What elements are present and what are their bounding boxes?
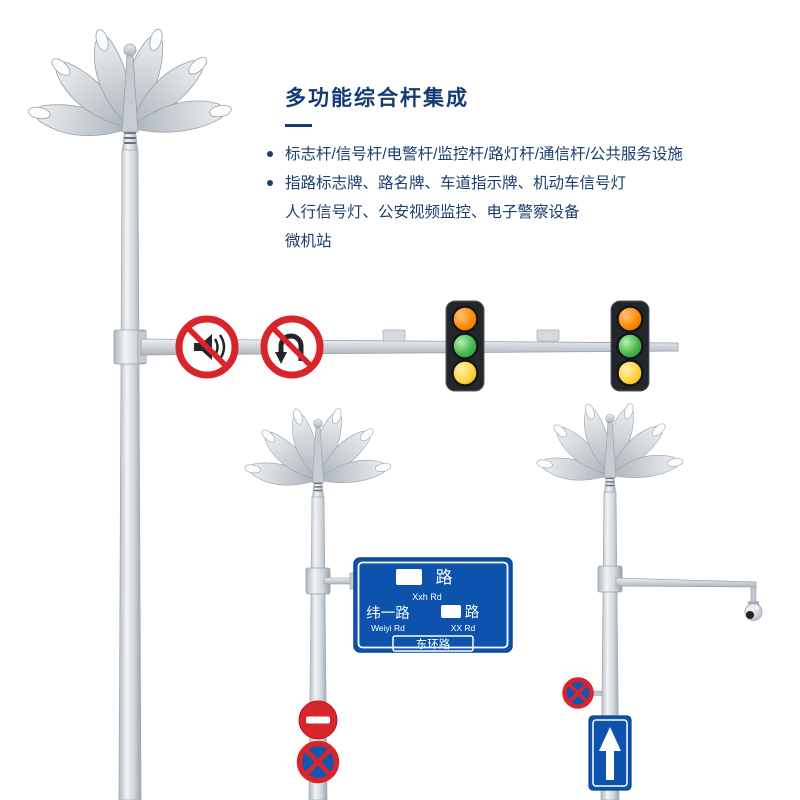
- road-guide-sign: 路 Xxh Rd 纬一路 Weiyi Rd 路 XX Rd 东环路: [353, 557, 513, 653]
- arm-equipment-box: [382, 329, 406, 342]
- guide-sign-bottom-name: 东环路: [416, 637, 451, 651]
- feature-text-2-line3: 微机站: [285, 233, 332, 250]
- straight-arrow-sign: [588, 715, 632, 791]
- arm-equipment-box: [536, 329, 560, 342]
- feature-text-2-line2: 人行信号灯、公安视频监控、电子警察设备: [285, 204, 580, 221]
- feature-text-2: 指路标志牌、路名牌、车道指示牌、机动车信号灯 人行信号灯、公安视频监控、电子警察…: [285, 169, 626, 256]
- guide-sign-row1-sub: Xxh Rd: [412, 592, 442, 602]
- guide-sign-left-name: 纬一路: [366, 605, 410, 622]
- traffic-light-icon: [610, 300, 650, 392]
- feature-bullet-1: 标志杆/信号杆/电警杆/监控杆/路灯杆/通信杆/公共服务设施: [262, 140, 683, 169]
- bullet-dot: [267, 180, 273, 186]
- red-light: [616, 305, 644, 333]
- guide-sign-right-char: 路: [465, 604, 480, 621]
- road-name-placeholder: [441, 605, 461, 618]
- feature-text-1: 标志杆/信号杆/电警杆/监控杆/路灯杆/通信杆/公共服务设施: [285, 146, 683, 163]
- main-pole: [118, 149, 142, 800]
- red-light: [451, 305, 479, 333]
- green-light: [451, 332, 479, 360]
- feature-bullet-2: 指路标志牌、路名牌、车道指示牌、机动车信号灯 人行信号灯、公安视频监控、电子警察…: [262, 169, 683, 256]
- yellow-light: [451, 359, 479, 387]
- road-name-placeholder: [396, 569, 422, 585]
- cctv-camera-icon: [744, 586, 763, 621]
- traffic-light-icon: [445, 300, 485, 392]
- yellow-light: [616, 359, 644, 387]
- no-horn-sign-icon: [175, 315, 239, 379]
- bullet-dot: [267, 151, 273, 157]
- street-lamp-top-right: [534, 400, 685, 494]
- camera-arm: [615, 577, 757, 588]
- street-lamp-top-left: [25, 24, 235, 155]
- up-arrow-icon: [599, 727, 621, 780]
- guide-sign-row1-char: 路: [436, 568, 453, 587]
- green-light: [616, 332, 644, 360]
- no-stopping-sign-small-icon: [562, 677, 594, 709]
- feature-text-2-line1: 指路标志牌、路名牌、车道指示牌、机动车信号灯: [285, 175, 627, 192]
- header: 多功能综合杆集成 标志杆/信号杆/电警杆/监控杆/路灯杆/通信杆/公共服务设施 …: [262, 82, 683, 256]
- title-underline: [285, 124, 312, 127]
- no-stopping-sign-icon: [296, 740, 340, 784]
- guide-sign-left-sub: Weiyi Rd: [371, 623, 405, 633]
- bottom-road-box: [392, 635, 474, 652]
- guide-sign-right-sub: XX Rd: [451, 623, 476, 633]
- page-title: 多功能综合杆集成: [285, 87, 469, 110]
- no-u-turn-sign-icon: [260, 315, 324, 379]
- no-entry-sign-icon: [298, 700, 338, 740]
- street-lamp-top-middle: [242, 405, 393, 499]
